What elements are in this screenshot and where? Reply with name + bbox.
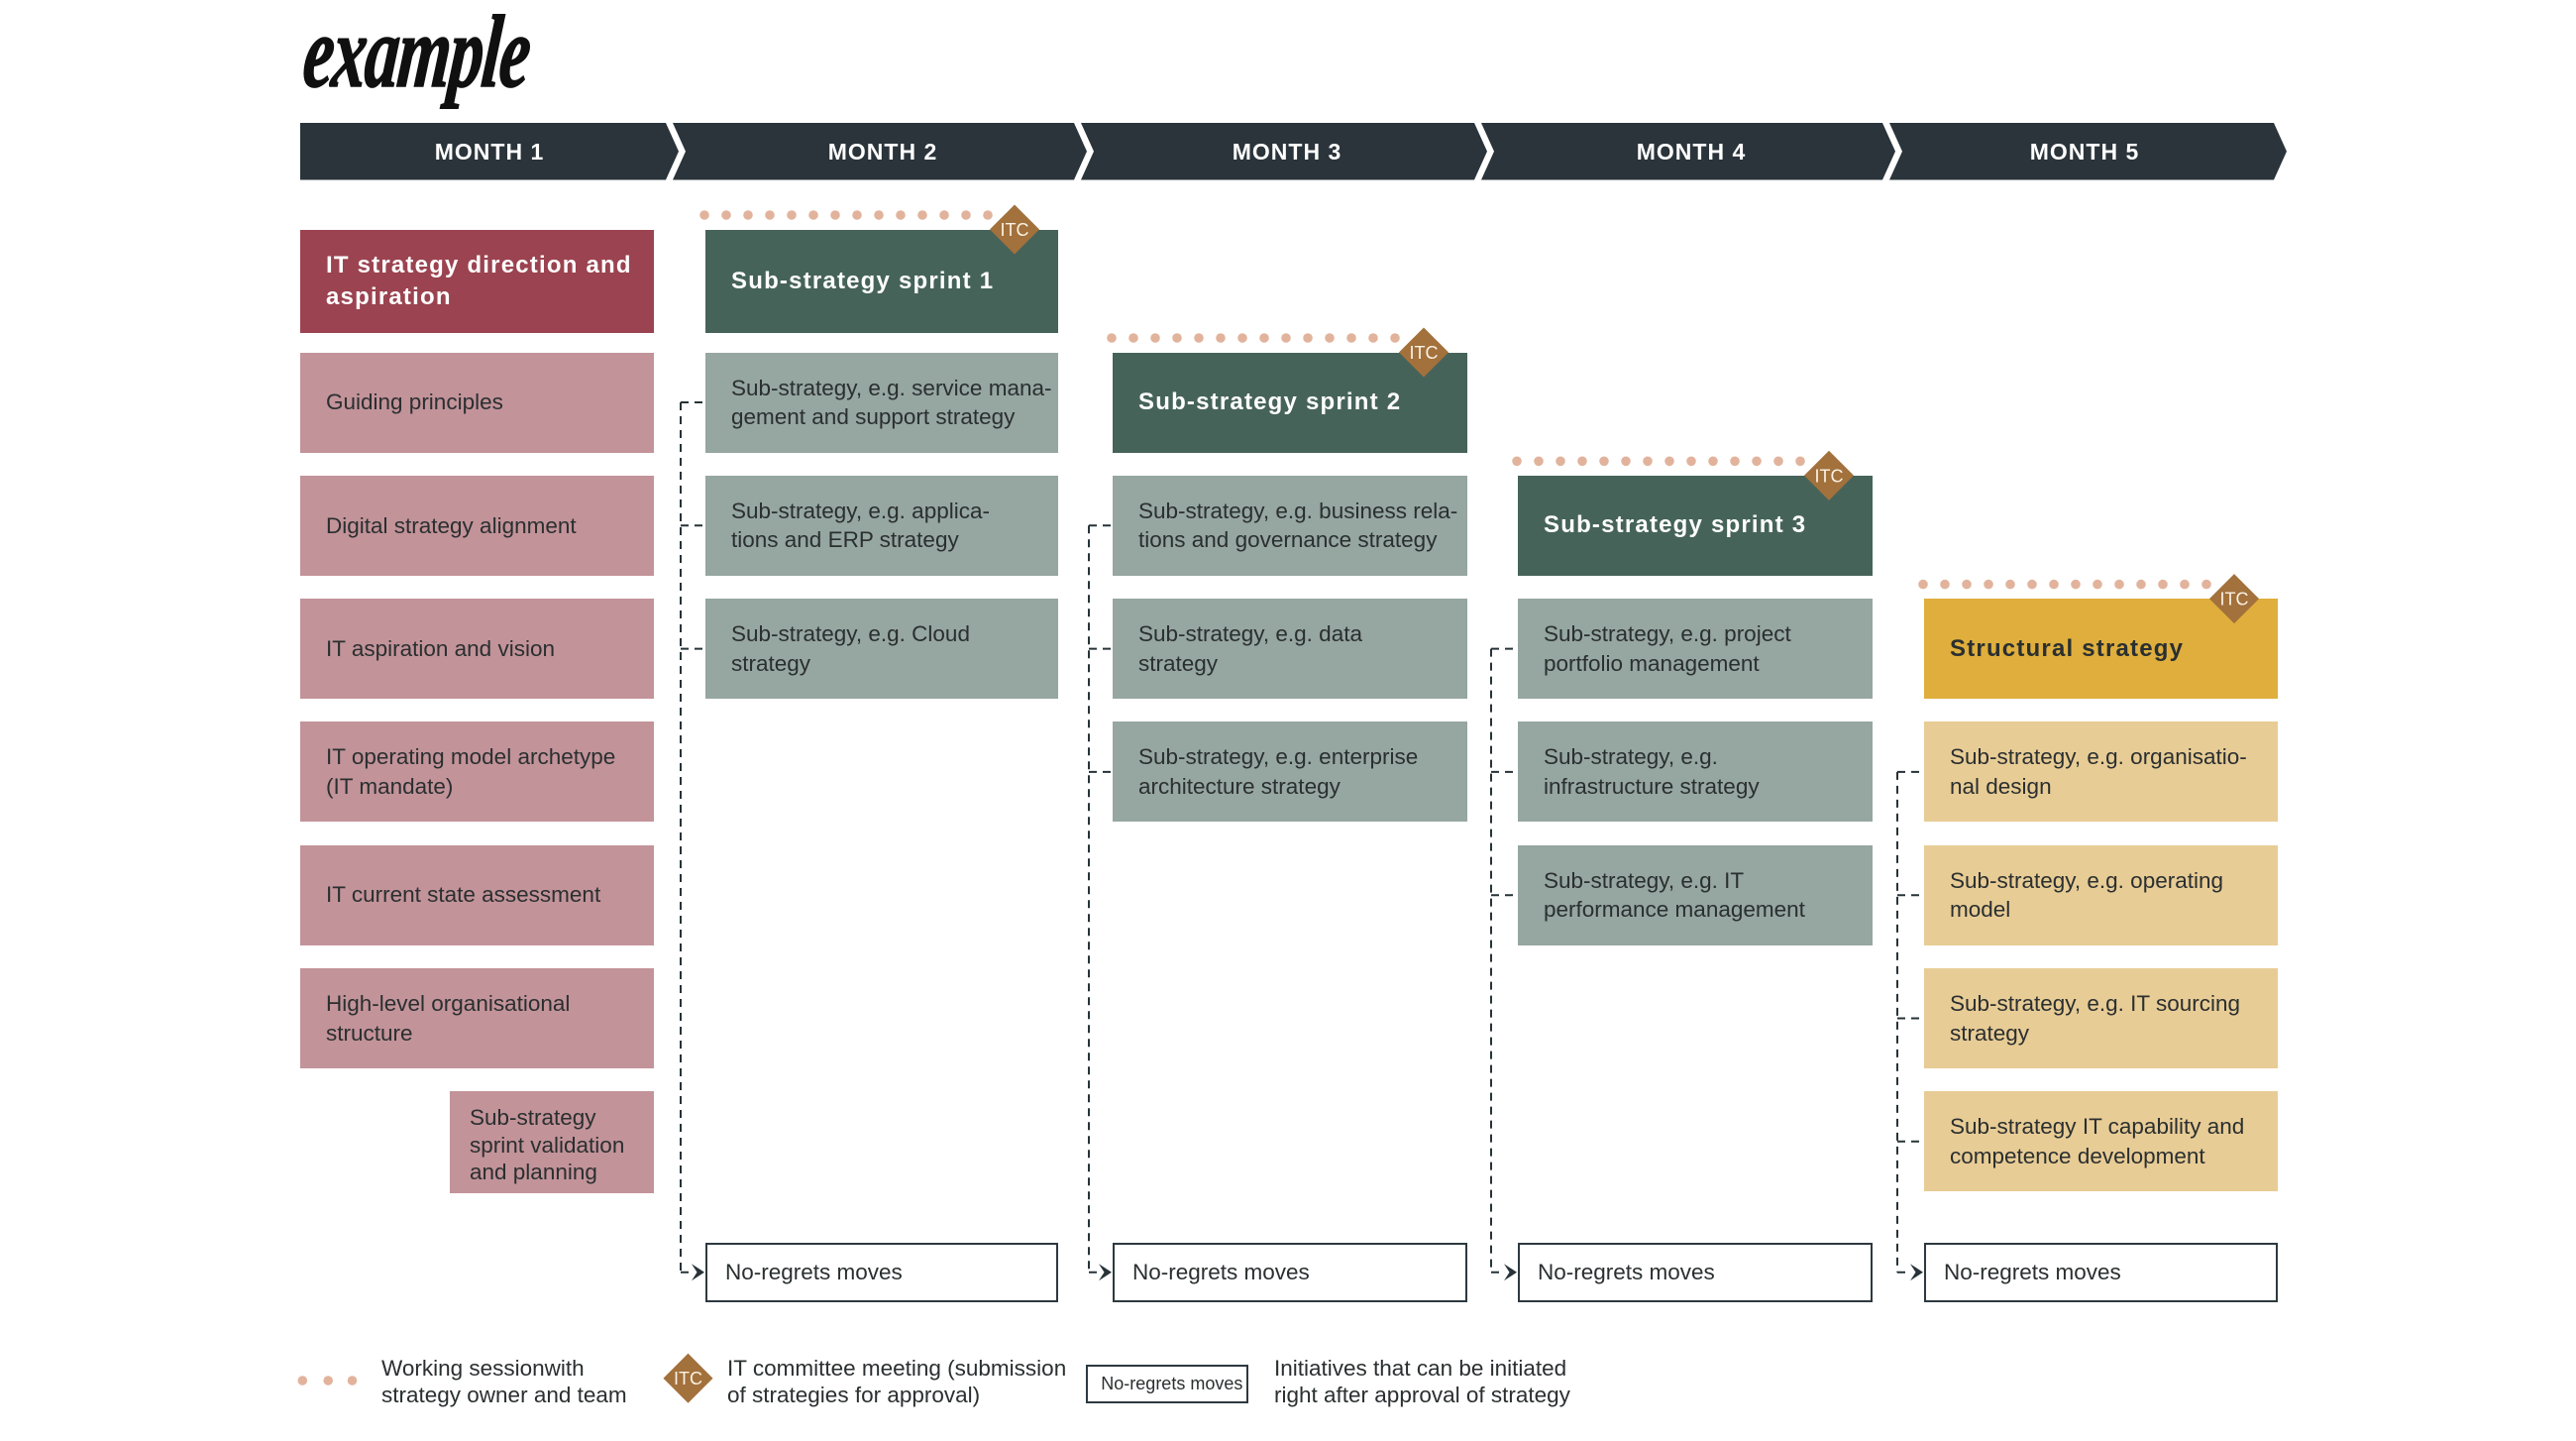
svg-text:MONTH 5: MONTH 5 (2030, 139, 2140, 165)
svg-text:MONTH 1: MONTH 1 (435, 139, 545, 165)
svg-text:MONTH 4: MONTH 4 (1637, 139, 1747, 165)
svg-text:MONTH 3: MONTH 3 (1233, 139, 1342, 165)
svg-text:example: example (299, 0, 535, 110)
svg-text:MONTH 2: MONTH 2 (828, 139, 938, 165)
svg-text:ITC: ITC (674, 1369, 702, 1388)
